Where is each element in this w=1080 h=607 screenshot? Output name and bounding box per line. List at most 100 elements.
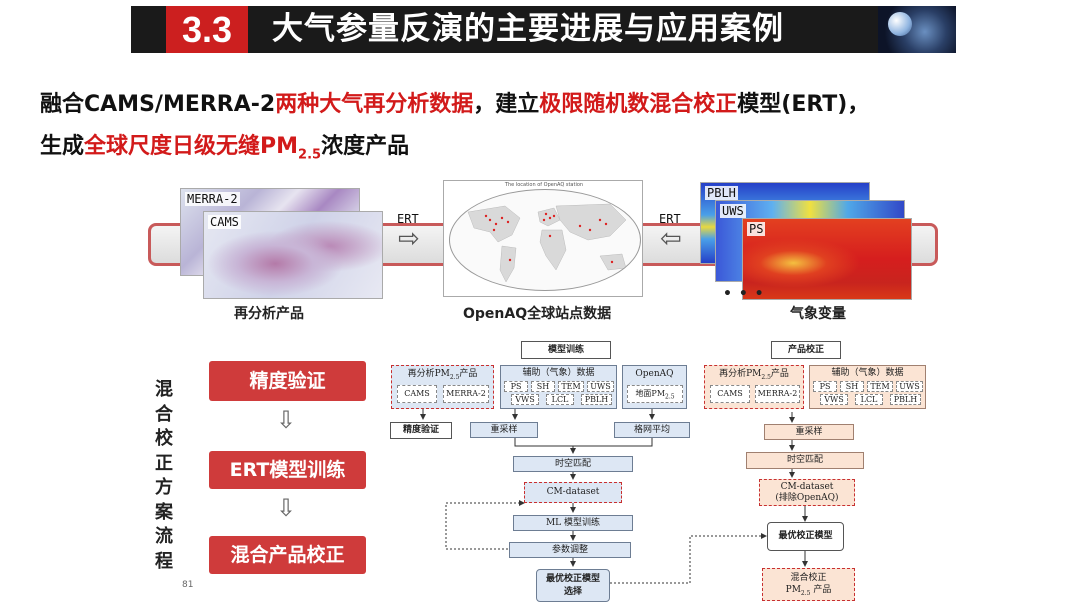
merra-cell: MERRA-2	[443, 385, 489, 403]
r-product-pm: PM	[785, 585, 801, 595]
ps-label: PS	[747, 222, 766, 236]
r-product-line1: 混合校正	[790, 573, 827, 583]
r-aux-data-group: 辅助（气象）数据 PS SH TEM UWS VWS LCL PBLH	[809, 365, 926, 409]
r-aux-cell: SH	[840, 381, 864, 392]
r-best-model-box: 最优校正模型	[767, 522, 844, 551]
reanalysis-title-row: 再分析PM2.5产品	[392, 366, 493, 386]
openaq-title: OpenAQ	[635, 369, 674, 379]
caption-openaq: OpenAQ全球站点数据	[463, 306, 612, 322]
headline-line-1: 融合CAMS/MERRA-2两种大气再分析数据，建立极限随机数混合校正模型(ER…	[40, 86, 869, 118]
headline-seg-3: 极限随机数混合校正	[539, 92, 738, 117]
reanalysis-suffix: 产品	[459, 369, 478, 379]
pblh-label: PBLH	[705, 186, 738, 200]
map-caption: The location of OpenAQ station	[504, 182, 584, 188]
down-arrow-icon: ⇩	[276, 494, 297, 522]
r-aux-cell: VWS	[820, 394, 848, 405]
headline-seg-0: 融合CAMS/MERRA-2	[40, 92, 276, 117]
r-resample-box: 重采样	[764, 424, 854, 440]
vertical-char: 校	[155, 428, 173, 449]
r-st-match-box: 时空匹配	[746, 452, 864, 469]
headline-seg-1: 两种大气再分析数据	[275, 92, 474, 117]
r-product-sub: 2.5	[800, 589, 811, 597]
r-cm-dataset-box: CM-dataset (排除OpenAQ)	[759, 479, 855, 506]
r-reanalysis-group: 再分析PM2.5产品 CAMS MERRA-2	[704, 365, 804, 409]
r-cams-cell: CAMS	[710, 385, 750, 403]
slide-title: 大气参量反演的主要进展与应用案例	[272, 11, 784, 47]
cm-dataset-box: CM-dataset	[524, 482, 622, 503]
cams-cell: CAMS	[397, 385, 437, 403]
south-america-shape	[499, 245, 517, 283]
r-aux-cell: UWS	[896, 381, 923, 392]
headline-seg-2: ，建立	[473, 92, 540, 117]
best-model-select-box: 最优校正模型 选择	[536, 569, 610, 602]
vertical-char: 合	[155, 403, 173, 425]
merra-label: MERRA-2	[185, 192, 240, 206]
vertical-char: 程	[155, 550, 173, 572]
train-title: 模型训练	[521, 341, 611, 359]
correct-title: 产品校正	[771, 341, 841, 359]
model-transfer-connector	[610, 533, 767, 584]
caption-meteo: 气象变量	[790, 306, 846, 322]
connector	[514, 438, 576, 454]
r-aux-title: 辅助（气象）数据	[831, 368, 904, 378]
r-cm-line1: CM-dataset	[780, 482, 834, 492]
arrow-left-icon: ⇦	[660, 224, 682, 254]
title-bar	[131, 6, 956, 53]
vertical-char: 混	[155, 379, 173, 400]
vertical-char: 方	[155, 477, 173, 498]
world-sketch	[467, 203, 627, 283]
ml-train-box: ML 模型训练	[513, 515, 633, 531]
r-reanalysis-sub: 2.5	[761, 373, 771, 381]
openaq-cell-text: 地面PM	[635, 389, 666, 398]
aux-cell: UWS	[587, 381, 614, 392]
vertical-char: 案	[155, 501, 173, 523]
headline-seg-4: 模型(ERT)，	[737, 92, 870, 117]
arrow-right-icon: ⇨	[398, 224, 420, 254]
headline2-red-text: 全球尺度日级无缝PM	[84, 134, 299, 159]
openaq-cell-sub: 2.5	[665, 393, 675, 401]
down-arrow-icon: ⇩	[276, 406, 297, 434]
step-accuracy-validation: 精度验证	[209, 361, 366, 401]
r-reanalysis-title: 再分析PM	[719, 369, 762, 379]
aux-title: 辅助（气象）数据	[522, 368, 595, 378]
openaq-world-map: The location of OpenAQ station	[443, 180, 643, 297]
reanalysis-sub: 2.5	[449, 373, 460, 381]
r-aux-cell: TEM	[867, 381, 893, 392]
r-product-box: 混合校正 PM2.5 产品	[762, 568, 855, 601]
page-number: 81	[182, 580, 194, 590]
feedback-connector	[445, 500, 540, 550]
best-select-line1: 最优校正模型	[545, 574, 600, 584]
section-number: 3.3	[166, 6, 248, 53]
step-ert-training: ERT模型训练	[209, 451, 366, 489]
aux-cell: TEM	[558, 381, 584, 392]
cams-map: CAMS	[203, 211, 383, 299]
headline-line-2: 生成全球尺度日级无缝PM2.5浓度产品	[40, 128, 409, 162]
step-hybrid-correction: 混合产品校正	[209, 536, 366, 574]
vertical-char: 流	[155, 526, 173, 547]
aux-cell: VWS	[511, 394, 539, 405]
reanalysis-group: 再分析PM2.5产品 CAMS MERRA-2	[391, 365, 494, 409]
r-aux-cell: PS	[813, 381, 837, 392]
aux-cell: PS	[504, 381, 528, 392]
r-product-suffix: 产品	[810, 585, 832, 595]
accuracy-box: 精度验证	[390, 422, 452, 439]
globe	[449, 189, 641, 291]
connector	[573, 438, 653, 447]
africa-shape	[539, 229, 567, 271]
aux-data-group: 辅助（气象）数据 PS SH TEM UWS VWS LCL PBLH	[500, 365, 617, 409]
space-image	[878, 6, 956, 53]
vertical-label: 混 合 校 正 方 案 流 程	[154, 378, 174, 574]
reanalysis-title: 再分析PM	[407, 369, 450, 379]
openaq-cell: 地面PM2.5	[627, 385, 683, 403]
headline2-suffix: 浓度产品	[321, 134, 410, 159]
ert-label-left: ERT	[397, 212, 419, 226]
more-dots: • • •	[723, 286, 765, 302]
europe-shape	[537, 207, 561, 227]
vertical-char: 正	[155, 452, 173, 474]
asia-shape	[555, 203, 627, 241]
aux-cell: SH	[531, 381, 555, 392]
ert-label-right: ERT	[659, 212, 681, 226]
r-aux-cell: PBLH	[890, 394, 921, 405]
uws-label: UWS	[720, 204, 746, 218]
